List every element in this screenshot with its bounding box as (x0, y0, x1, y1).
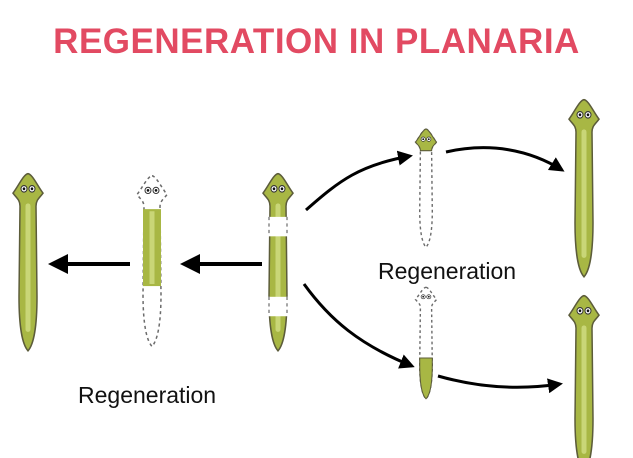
diagram-title: REGENERATION IN PLANARIA (53, 22, 580, 61)
planarian-fragment-middle (136, 175, 168, 348)
planarian-regenerated-bottom-right (568, 294, 600, 458)
planarian-tail-fragment (414, 286, 438, 400)
regeneration-label-left: Regeneration (78, 382, 217, 408)
planarian-original-cut (262, 172, 294, 352)
arrow-curve-up (305, 150, 413, 212)
arrow-right-bottom (437, 374, 563, 394)
arrow-right-top (445, 146, 565, 172)
arrow-curve-down (302, 283, 415, 369)
planarian-regenerated-left (12, 172, 44, 352)
planarian-head-fragment (414, 128, 438, 249)
regeneration-label-right: Regeneration (378, 258, 517, 284)
planarian-regenerated-top-right (568, 98, 600, 278)
